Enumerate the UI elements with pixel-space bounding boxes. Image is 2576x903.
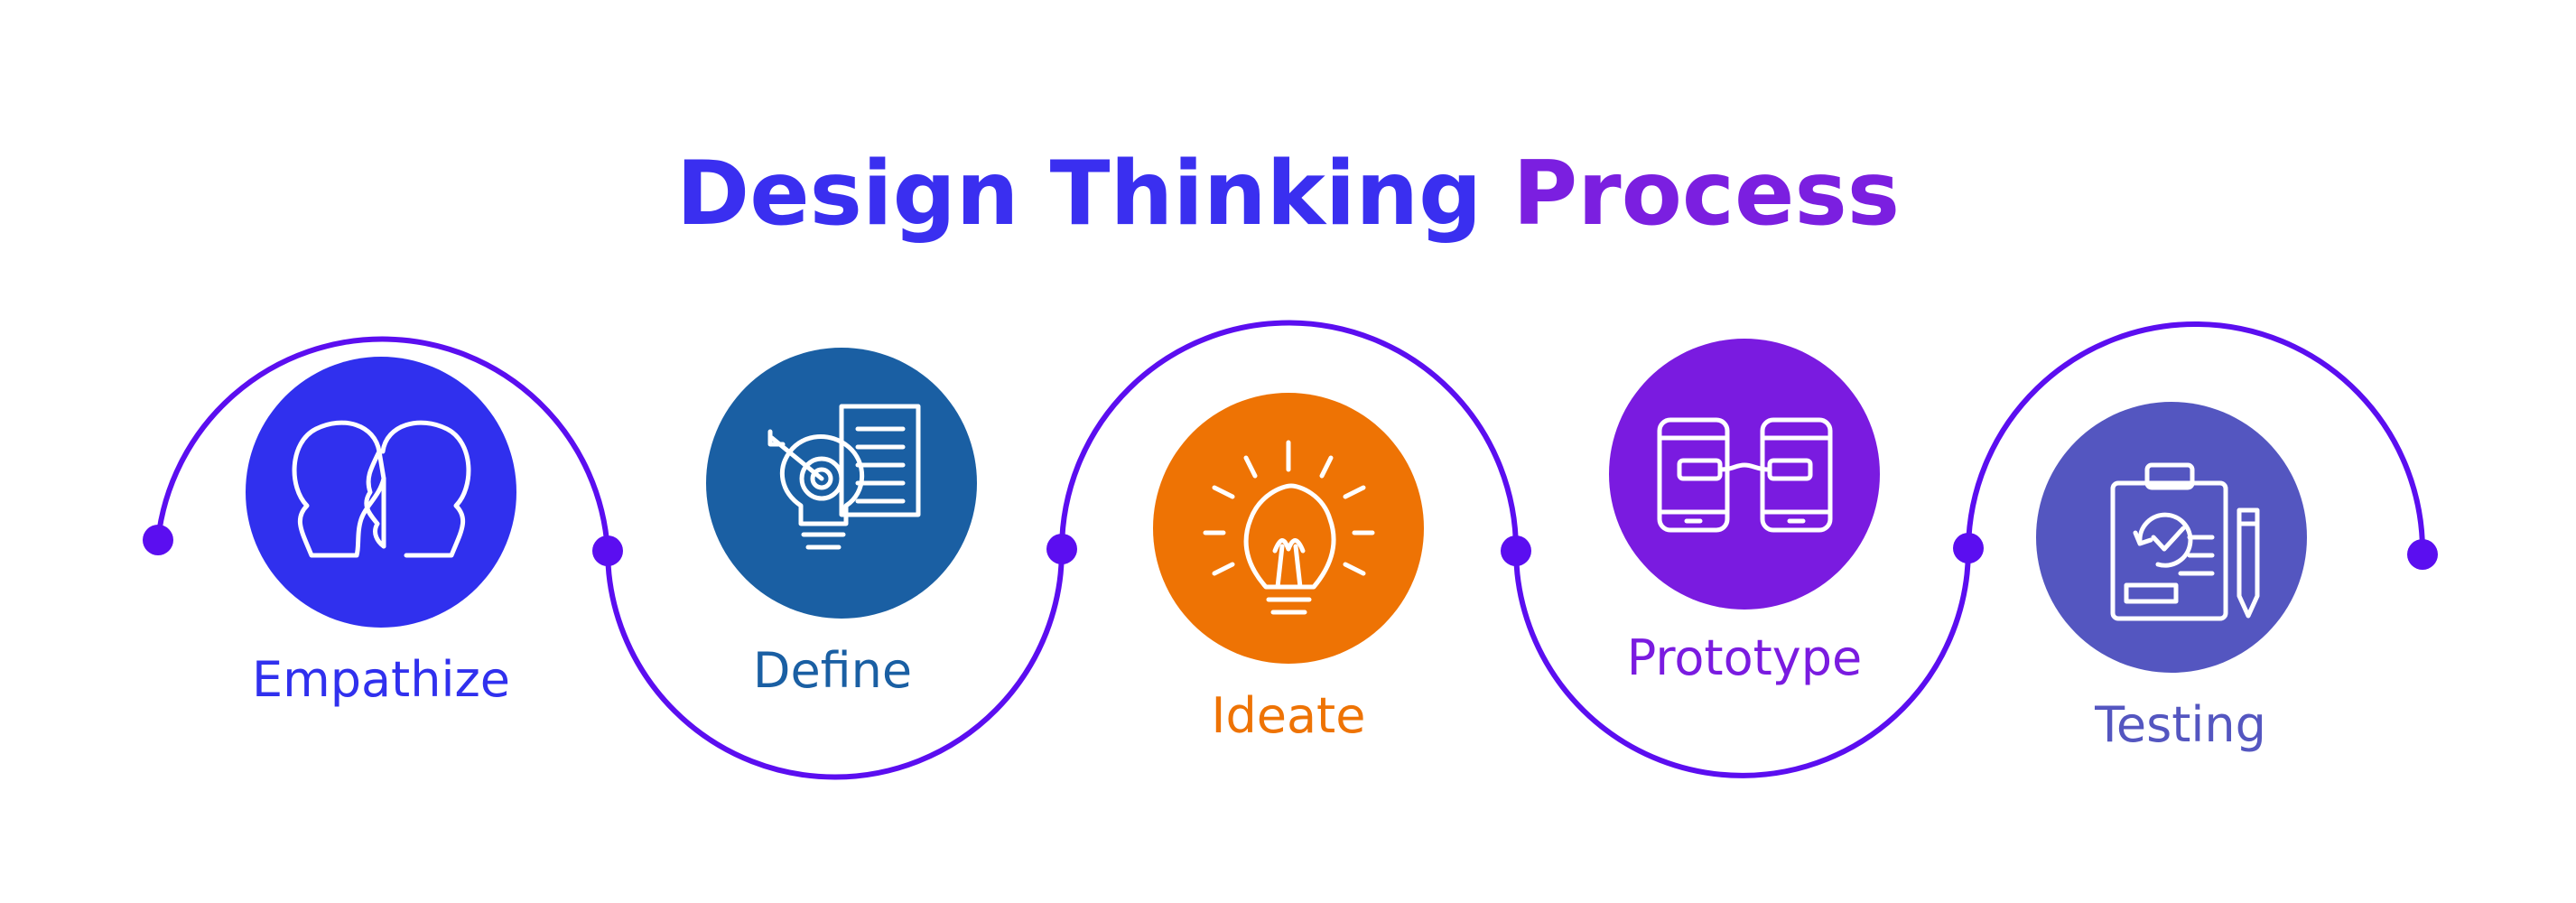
diagram-title: Design Thinking Process — [0, 135, 2576, 253]
stage-prototype: Prototype — [1609, 339, 1880, 686]
stage-label-testing: Testing — [2094, 696, 2266, 753]
clipboard-pencil-icon — [2110, 462, 2260, 621]
junction-dot-end — [2407, 539, 2438, 570]
stage-define: Define — [706, 348, 977, 699]
light-bulb-icon — [1203, 440, 1375, 615]
junction-dot-2 — [1046, 534, 1077, 564]
linked-phones-icon — [1657, 417, 1833, 533]
target-document-bulb-icon — [767, 404, 921, 550]
title-part-2: Process — [1512, 143, 1901, 246]
junction-dot-3 — [1501, 535, 1531, 566]
stage-empathize: Empathize — [246, 357, 516, 708]
stage-label-ideate: Ideate — [1212, 687, 1366, 744]
stage-testing: Testing — [2036, 402, 2307, 753]
junction-dot-start — [143, 525, 173, 555]
stage-circle-testing — [2036, 402, 2307, 673]
junction-dot-1 — [592, 535, 623, 566]
junction-dot-4 — [1953, 533, 1984, 563]
connector-wave — [155, 320, 2426, 780]
stage-circle-prototype — [1609, 339, 1880, 610]
stage-label-empathize: Empathize — [252, 651, 510, 708]
stage-ideate: Ideate — [1153, 393, 1424, 744]
stage-circle-empathize — [246, 357, 516, 628]
two-heads-icon — [292, 420, 471, 558]
title-part-1: Design Thinking — [675, 143, 1483, 246]
stage-circle-ideate — [1153, 393, 1424, 664]
stage-label-prototype: Prototype — [1627, 629, 1863, 686]
stage-label-define: Define — [753, 642, 912, 699]
